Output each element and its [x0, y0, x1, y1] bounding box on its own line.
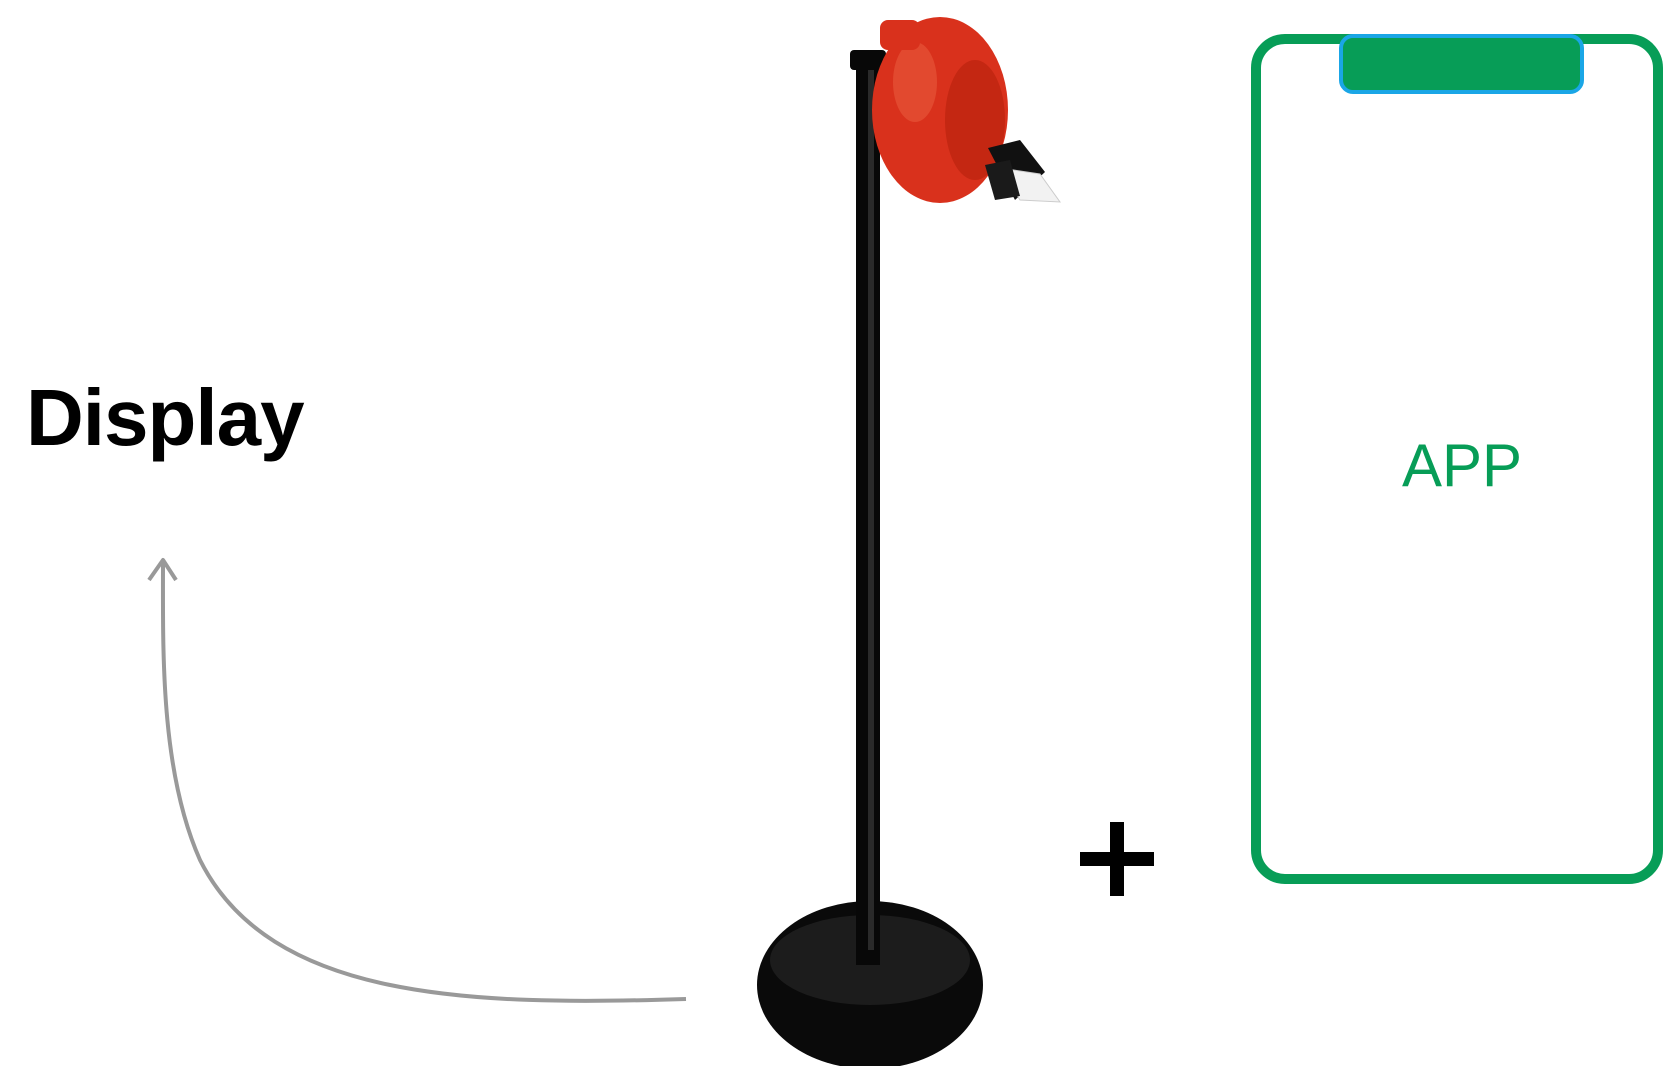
phone-notch: [1339, 34, 1584, 94]
ticket-slot: [985, 140, 1060, 202]
plus-vertical-bar: [1110, 822, 1124, 896]
plus-icon: [1080, 822, 1154, 896]
app-label: APP: [1251, 436, 1665, 496]
dispenser-head: [872, 17, 1008, 203]
